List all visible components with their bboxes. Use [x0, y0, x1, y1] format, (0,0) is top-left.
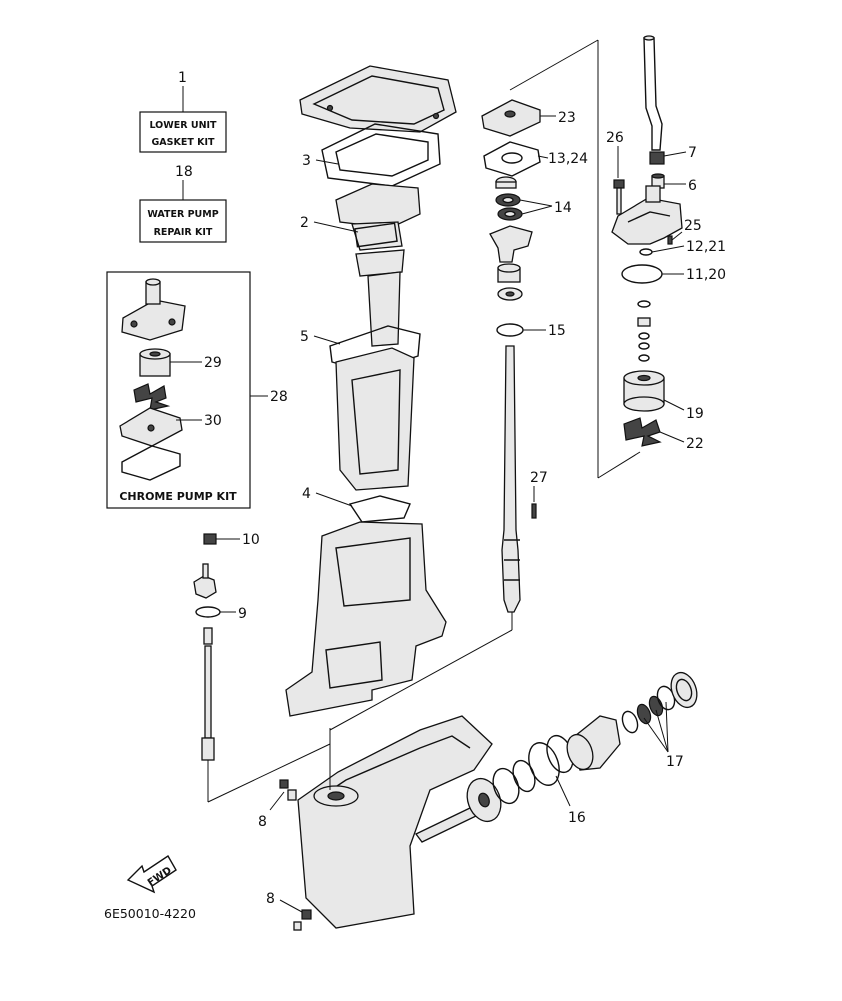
callout-28: 28	[270, 389, 288, 405]
bearing-rings-16	[492, 734, 574, 805]
chrome-pump-housing	[121, 278, 186, 341]
water-pump-kit-callout: 18 WATER PUMP REPAIR KIT	[139, 164, 227, 243]
callout-17: 17	[666, 754, 684, 770]
callout-5: 5	[300, 329, 309, 345]
fwd-arrow-icon: FWD	[126, 855, 177, 894]
water-pump-kit-line1: WATER PUMP	[147, 209, 218, 220]
callout-22: 22	[686, 436, 704, 452]
chrome-pump-kit-panel: 28 CHROME PUMP KIT 29 30	[106, 271, 288, 509]
callout-23: 23	[558, 110, 576, 126]
bushing	[497, 263, 521, 283]
shift-rod	[201, 627, 215, 761]
water-pump-outer-plate	[481, 99, 541, 137]
forward-gear	[466, 777, 502, 823]
callout-18: 18	[175, 164, 193, 180]
water-tube	[643, 35, 663, 151]
water-pump-kit-box	[139, 199, 227, 243]
callout-3: 3	[302, 153, 311, 169]
o-ring-15	[496, 323, 524, 337]
small-seals	[637, 300, 651, 362]
plug-8b	[293, 909, 312, 931]
gasket-kit-line2: GASKET KIT	[151, 137, 215, 148]
callout-19: 19	[686, 406, 704, 422]
callout-2: 2	[300, 215, 309, 231]
chrome-outer-plate	[119, 407, 183, 447]
callout-8-lower: 8	[266, 891, 275, 907]
plug-8a	[279, 779, 297, 801]
propeller-shaft	[415, 807, 477, 843]
collar	[497, 287, 523, 301]
key-27	[531, 503, 537, 519]
lower-case	[297, 715, 493, 929]
water-pump-kit-line2: REPAIR KIT	[154, 227, 213, 238]
exhaust-guide	[335, 183, 421, 251]
impeller-22	[623, 417, 662, 447]
chrome-pump-kit-box	[106, 271, 251, 509]
drawing-code: 6E50010-4220	[104, 906, 196, 921]
gasket-4	[348, 495, 411, 523]
muffler	[335, 347, 415, 491]
callout-15: 15	[548, 323, 566, 339]
callout-29: 29	[204, 355, 222, 371]
callout-10: 10	[242, 532, 260, 548]
oil-seal-housing	[489, 225, 533, 263]
o-ring-9	[195, 606, 221, 618]
gasket-kit-box	[139, 111, 227, 153]
seals-17	[621, 685, 676, 734]
grommet-7	[649, 151, 665, 165]
gasket-kit-callout: 1 LOWER UNIT GASKET KIT	[139, 70, 227, 153]
callout-1: 1	[178, 70, 187, 86]
callout-6: 6	[688, 178, 697, 194]
insert-cartridge-19	[623, 370, 665, 412]
gasket-2	[354, 222, 398, 248]
upper-casing-cover	[299, 65, 457, 133]
chrome-insert-cartridge	[139, 348, 171, 377]
chrome-impeller	[133, 383, 171, 411]
o-ring-12	[639, 248, 653, 256]
bolt-26	[613, 179, 625, 215]
drive-shaft	[501, 345, 521, 613]
callout-14: 14	[554, 200, 572, 216]
thrust-ring	[670, 671, 698, 709]
chrome-gasket	[121, 445, 181, 481]
chrome-pump-kit-label: CHROME PUMP KIT	[119, 490, 237, 503]
propeller-shaft-housing	[566, 715, 621, 771]
callout-26: 26	[606, 130, 624, 146]
grommet-10	[203, 533, 217, 545]
shift-rod-lever	[193, 563, 217, 599]
callout-12-21: 12,21	[686, 239, 726, 255]
gasket-5	[329, 325, 421, 373]
callout-9: 9	[238, 606, 247, 622]
gasket-3	[321, 123, 441, 187]
o-ring-11	[621, 264, 663, 284]
water-pump-gasket	[483, 141, 541, 177]
oil-seal-14	[495, 193, 523, 221]
callout-25: 25	[684, 218, 702, 234]
upper-case	[285, 521, 447, 717]
callout-16: 16	[568, 810, 586, 826]
callout-30: 30	[204, 413, 222, 429]
callout-8-upper: 8	[258, 814, 267, 830]
callout-13-24: 13,24	[548, 151, 588, 167]
water-pump-housing	[611, 185, 683, 245]
pin-25	[667, 235, 673, 245]
callout-4: 4	[302, 486, 311, 502]
callout-27: 27	[530, 470, 548, 486]
seal-bushing	[495, 176, 517, 189]
exhaust-pipe	[355, 249, 405, 347]
callout-11-20: 11,20	[686, 267, 726, 283]
gasket-kit-line1: LOWER UNIT	[149, 120, 217, 131]
callout-7: 7	[688, 145, 697, 161]
